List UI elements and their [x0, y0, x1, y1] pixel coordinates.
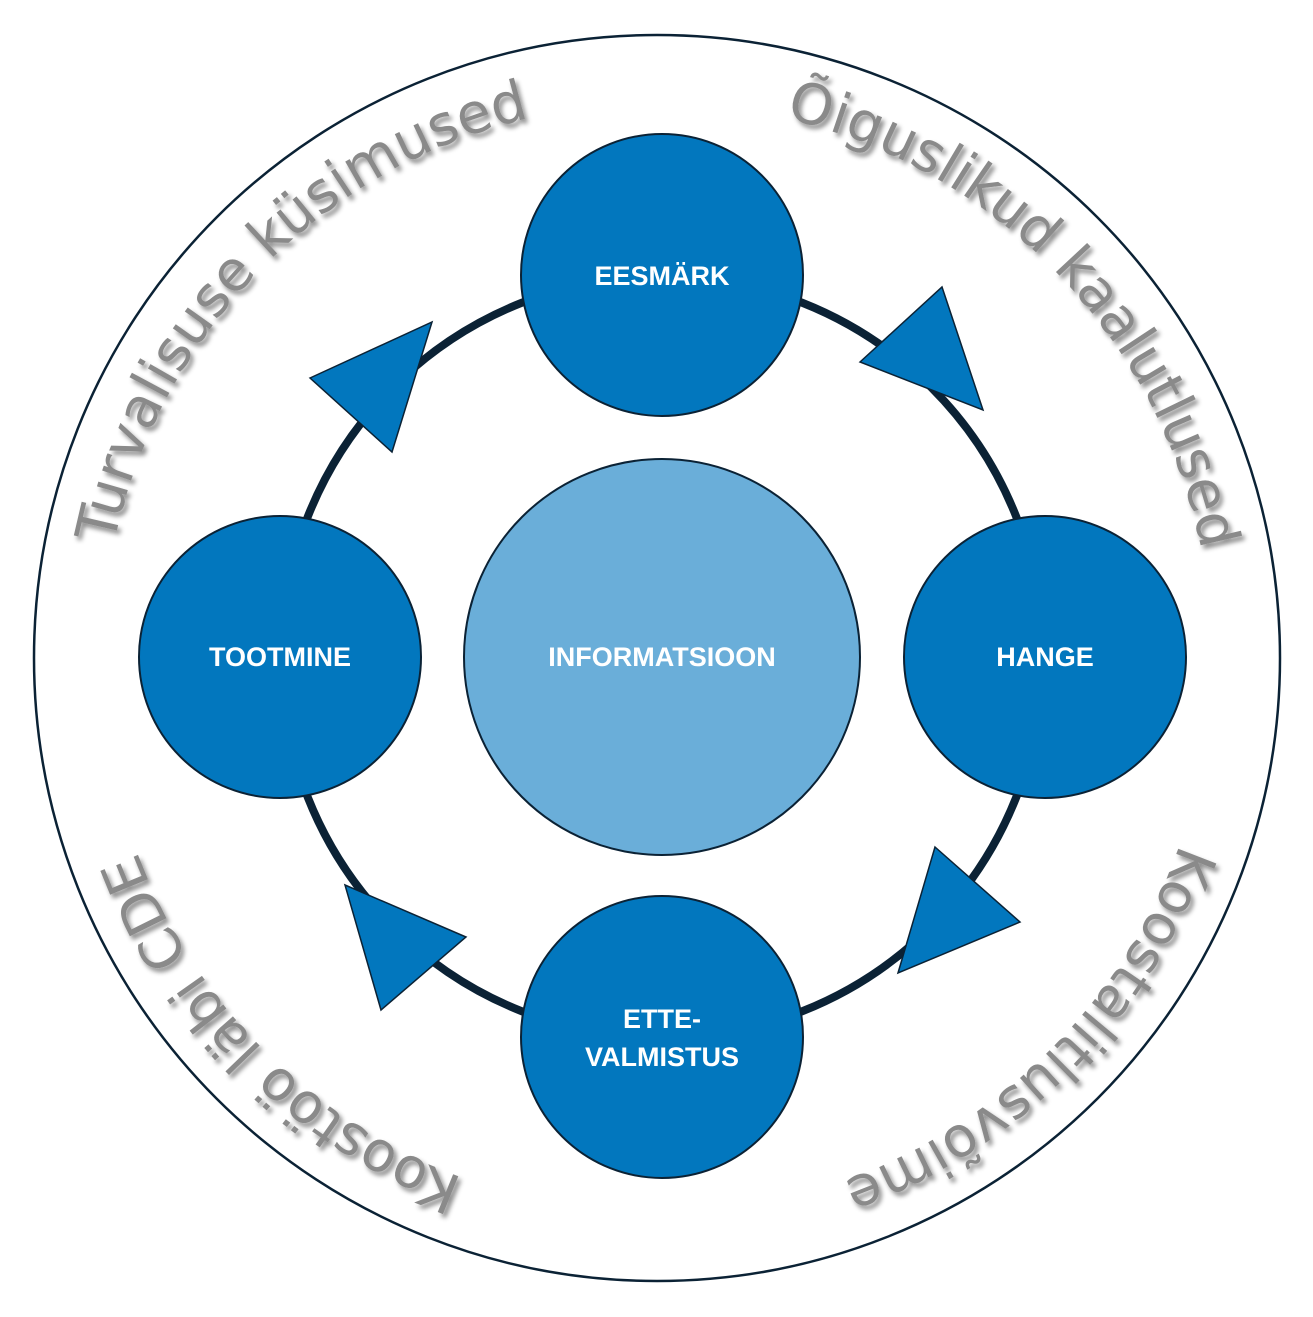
arrow-icon-bottom-left — [343, 883, 468, 1012]
arrow-icon-bottom-right — [896, 845, 1022, 975]
node-ettevalmistus-label-line2: VALMISTUS — [585, 1042, 739, 1072]
center-node-label: INFORMATSIOON — [548, 642, 775, 672]
arrow-icon-top-left — [308, 320, 434, 454]
node-tootmine-label: TOOTMINE — [209, 642, 351, 672]
node-hange-label: HANGE — [996, 642, 1094, 672]
node-eesmark-label: EESMÄRK — [594, 261, 730, 291]
arrow-icon-top-right — [858, 285, 985, 412]
node-eesmark: EESMÄRK — [520, 133, 804, 417]
node-tootmine: TOOTMINE — [138, 515, 422, 799]
node-ettevalmistus: ETTE- VALMISTUS — [520, 895, 804, 1179]
node-hange: HANGE — [903, 515, 1187, 799]
center-node: INFORMATSIOON — [463, 458, 861, 856]
node-ettevalmistus-label-line1: ETTE- — [623, 1004, 701, 1034]
